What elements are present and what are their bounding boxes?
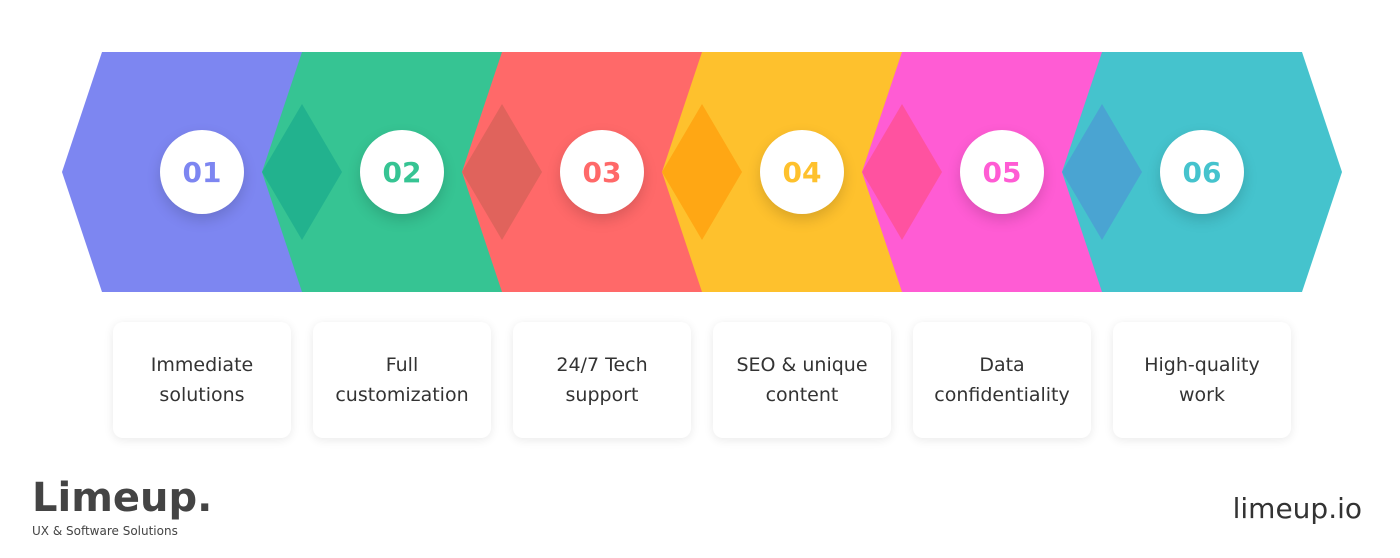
feature-card: High-quality work <box>1113 322 1291 438</box>
logo-name: Limeup. <box>32 475 213 521</box>
feature-card: Data confidentiality <box>913 322 1091 438</box>
step-number-badge: 03 <box>560 130 644 214</box>
hexagon-overlap <box>862 104 942 240</box>
feature-card: Immediate solutions <box>113 322 291 438</box>
logo-tagline: UX & Software Solutions <box>32 524 178 538</box>
feature-card: Full customization <box>313 322 491 438</box>
hexagon-overlap <box>262 104 342 240</box>
hexagon-overlap <box>662 104 742 240</box>
step-number-badge: 01 <box>160 130 244 214</box>
hexagon-overlap <box>462 104 542 240</box>
website-url: limeup.io <box>1232 492 1362 525</box>
feature-card: 24/7 Tech support <box>513 322 691 438</box>
step-number-badge: 04 <box>760 130 844 214</box>
step-number-badge: 02 <box>360 130 444 214</box>
hexagon-overlap <box>1062 104 1142 240</box>
step-number-badge: 06 <box>1160 130 1244 214</box>
limeup-logo: Limeup. UX & Software Solutions <box>32 476 212 538</box>
step-number-badge: 05 <box>960 130 1044 214</box>
feature-card: SEO & unique content <box>713 322 891 438</box>
